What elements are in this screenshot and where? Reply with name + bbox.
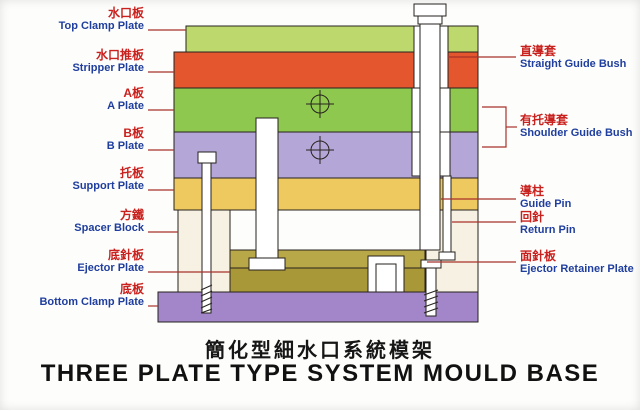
label-stripper-plate: 水口推板 Stripper Plate <box>0 48 144 75</box>
label-stripper-plate-zh: 水口推板 <box>95 48 144 62</box>
label-guide-pin: 導柱 Guide Pin <box>520 184 638 211</box>
label-a-plate-zh: A板 <box>123 86 144 100</box>
return-pin-head-shape <box>438 251 456 261</box>
label-top-clamp-plate-en: Top Clamp Plate <box>58 20 144 33</box>
label-spacer-block-zh: 方鐵 <box>119 208 144 222</box>
label-straight-guide-bush: 直導套 Straight Guide Bush <box>520 44 638 71</box>
label-return-pin-en: Return Pin <box>520 224 576 237</box>
label-return-pin-zh: 回針 <box>520 210 545 224</box>
label-spacer-block-en: Spacer Block <box>74 222 144 235</box>
label-top-clamp-plate: 水口板 Top Clamp Plate <box>0 6 144 33</box>
right-screw-head-shape <box>420 259 442 269</box>
label-ejector-retainer-plate-zh: 面針板 <box>520 249 557 263</box>
label-support-plate-zh: 托板 <box>119 166 144 180</box>
screw-position-symbol-b-plate <box>306 136 334 164</box>
return-pin-shaft-shape <box>442 175 452 255</box>
label-guide-pin-zh: 導柱 <box>520 184 545 198</box>
title-english: THREE PLATE TYPE SYSTEM MOULD BASE <box>40 360 600 387</box>
label-shoulder-guide-bush-en: Shoulder Guide Bush <box>520 127 633 140</box>
label-straight-guide-bush-en: Straight Guide Bush <box>520 58 627 71</box>
left-screw-shaft-shape <box>201 162 212 314</box>
label-stripper-plate-en: Stripper Plate <box>72 62 144 75</box>
label-ejector-retainer-plate: 面針板 Ejector Retainer Plate <box>520 249 638 276</box>
label-support-plate: 托板 Support Plate <box>0 166 144 193</box>
label-guide-pin-en: Guide Pin <box>520 198 572 211</box>
puller-column-base-shape <box>248 257 286 271</box>
guide-pin-neck-shape <box>417 15 443 25</box>
label-bottom-clamp-plate-zh: 底板 <box>119 282 144 296</box>
label-return-pin: 回針 Return Pin <box>520 210 638 237</box>
label-bottom-clamp-plate: 底板 Bottom Clamp Plate <box>0 282 144 309</box>
guide-pin-body-shape <box>419 23 441 251</box>
right-screw-thread-hatch <box>423 289 439 314</box>
label-a-plate: A板 A Plate <box>0 86 144 113</box>
puller-column-shape <box>255 117 279 259</box>
leader-lines-right <box>427 56 517 263</box>
label-straight-guide-bush-zh: 直導套 <box>520 44 557 58</box>
leader-lines-left <box>148 29 230 307</box>
label-bottom-clamp-plate-en: Bottom Clamp Plate <box>39 296 144 309</box>
label-shoulder-guide-bush-zh: 有托導套 <box>520 113 569 127</box>
label-shoulder-guide-bush: 有托導套 Shoulder Guide Bush <box>520 113 638 140</box>
screw-position-symbol-a-plate <box>306 90 334 118</box>
support-pillar-inner-shape <box>375 263 397 293</box>
label-ejector-retainer-plate-en: Ejector Retainer Plate <box>520 263 634 276</box>
label-b-plate: B板 B Plate <box>0 126 144 153</box>
left-screw-head-shape <box>197 151 217 164</box>
label-ejector-plate-zh: 底針板 <box>107 248 144 262</box>
label-support-plate-en: Support Plate <box>72 180 144 193</box>
label-b-plate-en: B Plate <box>106 140 144 153</box>
label-ejector-plate: 底針板 Ejector Plate <box>0 248 144 275</box>
left-screw-thread-hatch <box>200 284 213 314</box>
guide-pin-head-shape <box>413 3 447 17</box>
label-top-clamp-plate-zh: 水口板 <box>107 6 144 20</box>
leader-shoulder-bush-bracket <box>482 106 507 148</box>
label-b-plate-zh: B板 <box>123 126 144 140</box>
title-chinese: 簡化型細水口系統模架 <box>205 340 435 362</box>
label-a-plate-en: A Plate <box>107 100 144 113</box>
label-spacer-block: 方鐵 Spacer Block <box>0 208 144 235</box>
label-ejector-plate-en: Ejector Plate <box>77 262 144 275</box>
